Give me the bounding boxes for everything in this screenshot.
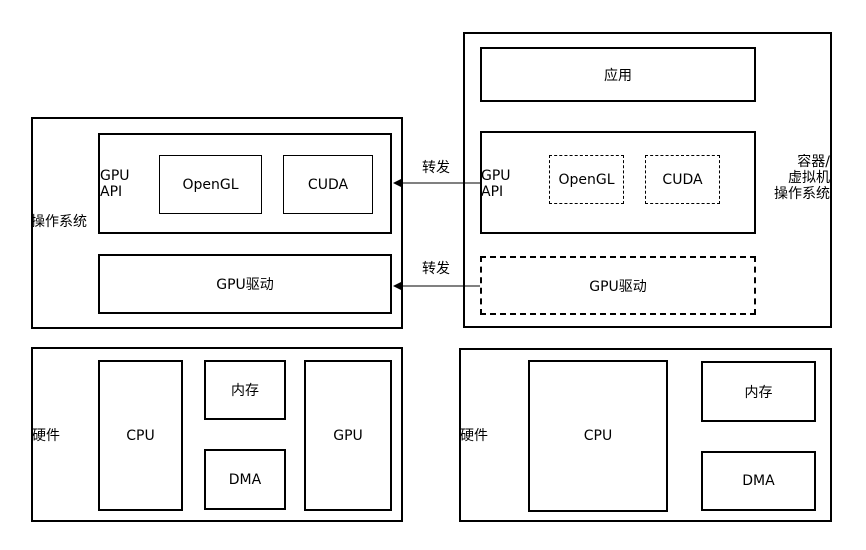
left-opengl-box: OpenGL [159,155,262,214]
right-app-label: 应用 [604,67,632,84]
right-gpu-api-box [480,131,756,234]
left-opengl-label: OpenGL [182,176,239,193]
api-forward-label: 转发 [422,160,450,176]
left-cuda-box: CUDA [283,155,373,214]
right-opengl-label: OpenGL [558,171,615,188]
right-gpu-driver-box: GPU驱动 [480,256,756,315]
left-gpu-driver-label: GPU驱动 [216,277,274,293]
right-dma-box: DMA [701,451,816,511]
left-cuda-label: CUDA [307,176,349,193]
left-memory-label: 内存 [231,383,259,399]
left-dma-label: DMA [228,471,262,488]
left-cpu-box: CPU [98,360,183,511]
left-memory-box: 内存 [204,360,286,420]
right-dma-label: DMA [742,473,775,489]
right-cpu-box: CPU [528,360,668,512]
right-gpu-api-label: GPU API [481,168,511,200]
driver-forward-label: 转发 [422,261,450,277]
right-gpu-driver-label: GPU驱动 [589,278,647,295]
left-os-container [31,117,403,329]
left-os-label: 操作系统 [31,214,87,230]
right-opengl-box: OpenGL [549,155,624,204]
right-hardware-label: 硬件 [460,428,488,444]
right-app-box: 应用 [480,47,756,102]
left-gpu-api-label: GPU API [100,168,130,200]
right-hardware-box [459,348,832,522]
left-dma-box: DMA [204,449,286,510]
left-hardware-box [31,347,403,522]
left-gpu-box: GPU [304,360,392,511]
right-container-label: 容器/ 虚拟机 操作系统 [774,154,830,202]
right-memory-box: 内存 [701,361,816,422]
right-cuda-box: CUDA [645,155,720,204]
right-cuda-label: CUDA [662,171,703,188]
left-hardware-label: 硬件 [32,428,60,444]
right-memory-label: 内存 [744,384,773,401]
left-gpu-label: GPU [333,427,363,444]
left-gpu-driver-box: GPU驱动 [98,254,392,314]
right-cpu-label: CPU [583,428,613,444]
right-container-box [463,32,832,328]
left-cpu-label: CPU [126,427,155,444]
left-gpu-api-box [98,133,392,234]
